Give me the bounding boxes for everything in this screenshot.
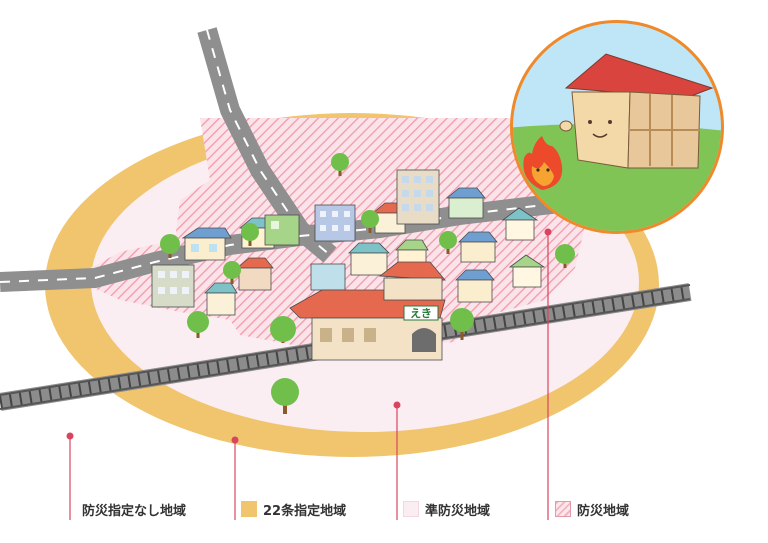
house-icon [204,282,238,316]
house-icon [501,207,539,241]
article22-swatch [241,501,257,517]
semi-fire-swatch [403,501,419,517]
tree-icon [331,153,349,176]
tree-icon [160,234,180,258]
legend-no-designation-label: 防災指定なし地域 [82,503,187,519]
building-icon [314,204,356,242]
tree-icon [270,316,296,343]
legend-fire: 防災地域 [555,498,629,520]
legend-no-designation: 防災指定なし地域 [82,498,186,520]
house-icon [445,187,486,219]
building-icon [151,264,195,308]
tree-icon [555,244,575,268]
house-mascot-icon [559,53,714,169]
house-icon [181,227,232,261]
house-icon [455,269,495,303]
tree-icon [223,261,241,284]
legend-semi-fire-label: 準防災地域 [425,503,491,519]
house-icon [458,231,498,263]
station-building: えき [289,261,446,361]
building-icon [396,169,440,225]
station-sign: えき [410,307,432,320]
fire-mascot-icon [523,136,563,190]
tree-icon [361,210,379,233]
leader-lines [66,228,552,520]
legend-fire-label: 防災地域 [577,503,630,519]
tree-icon [271,378,299,414]
tree-icon [450,308,474,340]
house-icon [235,257,274,291]
legend-article22-label: 22条指定地域 [263,503,347,519]
house-icon [264,214,300,246]
tree-icon [187,311,209,338]
tree-icon [241,223,259,246]
house-icon [348,242,390,276]
house-icon [508,254,546,288]
house-icon [310,263,346,291]
legend-article22: 22条指定地域 [241,498,346,520]
tree-icon [439,231,457,254]
legend-semi-fire: 準防災地域 [403,498,490,520]
fire-swatch [555,501,571,517]
inset-bubble [510,20,724,234]
